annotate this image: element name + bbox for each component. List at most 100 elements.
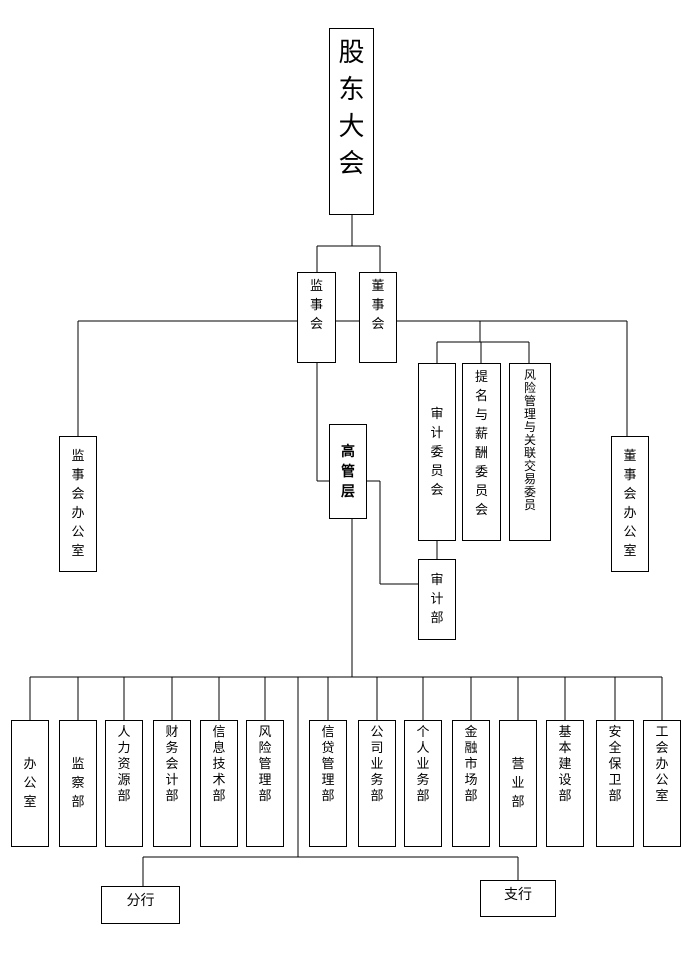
box-char: 委 [430,444,444,460]
box-char: 管 [341,463,355,480]
department-information-technology: 信息技术部 [200,720,238,847]
board-of-directors-box: 董事会 [359,272,397,363]
box-char: 息 [212,741,226,756]
box-char: 险 [523,381,536,395]
box-char: 事 [309,298,323,313]
branch-box: 分行 [101,886,180,924]
box-char: 安 [608,725,622,740]
box-char: 人 [117,725,131,740]
box-char: 联 [523,446,536,460]
box-char: 金 [464,725,478,740]
box-char: 风 [258,725,272,740]
box-char: 办 [655,757,669,772]
box-char: 融 [464,741,478,756]
sub-branch-label: 支行 [504,887,532,903]
box-char: 部 [370,789,384,804]
box-char: 人 [416,741,430,756]
box-char: 委 [523,485,536,499]
senior-management-box: 高管层 [329,424,367,519]
box-char: 审 [430,406,444,422]
box-char: 董 [371,279,385,294]
box-char: 委 [474,465,488,480]
box-char: 建 [558,757,572,772]
department-risk-management: 风险管理部 [246,720,284,847]
box-char: 务 [165,741,179,756]
box-char: 信 [212,725,226,740]
box-char: 会 [655,741,669,756]
box-char: 风 [523,368,536,382]
box-char: 计 [430,592,444,607]
box-char: 会 [71,487,85,502]
board-office-box: 董事会办公室 [611,436,649,572]
box-char: 会 [474,503,488,518]
box-char: 公 [655,773,669,788]
box-char: 办 [71,506,85,521]
box-char: 室 [23,795,37,810]
box-char: 源 [117,773,131,788]
box-char: 业 [511,776,525,791]
box-char: 务 [416,773,430,788]
shareholders-meeting-box: 股东大会 [329,28,374,215]
box-char: 易 [523,472,536,486]
department-general-office: 办公室 [11,720,49,847]
department-union-office: 工会办公室 [643,720,681,847]
box-char: 个 [416,725,430,740]
department-business-hall: 营业部 [499,720,537,847]
box-char: 部 [165,789,179,804]
box-char: 事 [623,468,637,483]
sub-branch-box: 支行 [480,880,556,917]
box-char: 室 [655,789,669,804]
box-char: 与 [474,408,488,423]
box-char: 部 [71,795,85,810]
audit-department-box: 审计部 [418,559,456,640]
audit-committee-box: 审计委员会 [418,363,456,541]
department-personal-business: 个人业务部 [404,720,442,847]
box-char: 监 [71,757,85,772]
box-char: 审 [430,573,444,588]
box-char: 力 [117,741,131,756]
box-char: 理 [321,773,335,788]
department-security: 安全保卫部 [596,720,634,847]
department-finance-accounting: 财务会计部 [153,720,191,847]
box-char: 财 [165,725,179,740]
box-char: 东 [338,75,365,105]
box-char: 信 [321,725,335,740]
box-char: 部 [511,795,525,810]
box-char: 资 [117,757,131,772]
box-char: 提 [474,370,488,385]
box-char: 会 [371,317,385,332]
box-char: 贷 [321,741,335,756]
department-inspection: 监察部 [59,720,97,847]
box-char: 层 [341,483,355,500]
box-char: 员 [430,463,444,479]
box-char: 部 [416,789,430,804]
box-char: 部 [212,789,226,804]
box-char: 会 [623,487,637,502]
box-char: 交 [523,459,536,473]
box-char: 基 [558,725,572,740]
box-char: 计 [165,773,179,788]
box-char: 技 [212,757,226,772]
supervisory-board-office-box: 监事会办公室 [59,436,97,572]
box-char: 部 [117,789,131,804]
branch-label: 分行 [126,893,155,909]
department-capital-construction: 基本建设部 [546,720,584,847]
box-char: 会 [430,482,444,498]
box-char: 大 [338,112,365,142]
box-char: 保 [608,757,622,772]
box-char: 本 [558,741,572,756]
box-char: 计 [430,425,444,441]
box-char: 工 [655,725,669,740]
box-char: 公 [370,725,384,740]
box-char: 理 [258,773,272,788]
box-char: 股 [338,38,365,68]
box-char: 办 [623,506,637,521]
box-char: 董 [623,449,637,464]
box-char: 营 [511,757,525,772]
box-char: 事 [371,298,385,313]
box-char: 险 [258,741,272,756]
box-char: 设 [558,773,572,788]
box-char: 部 [258,789,272,804]
department-corporate-business: 公司业务部 [358,720,396,847]
